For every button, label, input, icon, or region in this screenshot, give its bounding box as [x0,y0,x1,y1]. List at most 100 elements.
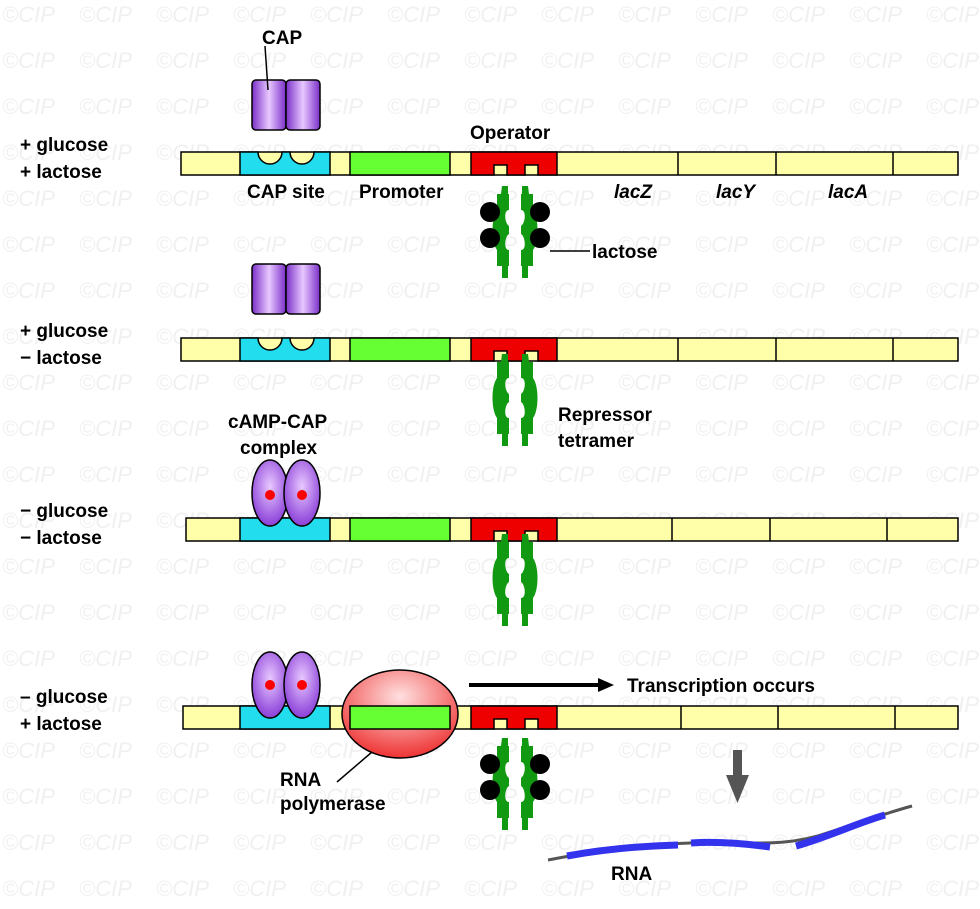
svg-text:©CIP: ©CIP [233,554,286,579]
svg-text:©CIP: ©CIP [772,94,825,119]
svg-text:©CIP: ©CIP [79,692,132,717]
svg-text:©CIP: ©CIP [156,462,209,487]
svg-text:©CIP: ©CIP [156,278,209,303]
svg-text:©CIP: ©CIP [79,48,132,73]
svg-text:©CIP: ©CIP [618,600,671,625]
svg-text:©CIP: ©CIP [618,232,671,257]
condition-glucose-label: + glucose [20,135,108,156]
svg-text:©CIP: ©CIP [695,94,748,119]
svg-text:©CIP: ©CIP [156,646,209,671]
svg-text:©CIP: ©CIP [233,738,286,763]
svg-text:©CIP: ©CIP [541,876,594,901]
svg-text:©CIP: ©CIP [387,94,440,119]
camp-cap-complex [251,459,321,527]
svg-text:©CIP: ©CIP [926,278,979,303]
svg-text:©CIP: ©CIP [849,784,902,809]
down-arrow [726,750,749,803]
svg-text:©CIP: ©CIP [695,370,748,395]
svg-text:©CIP: ©CIP [2,738,55,763]
svg-text:©CIP: ©CIP [310,600,363,625]
svg-text:©CIP: ©CIP [772,232,825,257]
svg-text:©CIP: ©CIP [926,738,979,763]
svg-text:©CIP: ©CIP [926,600,979,625]
svg-text:©CIP: ©CIP [2,2,55,27]
svg-text:©CIP: ©CIP [387,462,440,487]
svg-text:©CIP: ©CIP [2,94,55,119]
svg-text:©CIP: ©CIP [79,784,132,809]
svg-text:©CIP: ©CIP [618,370,671,395]
svg-text:©CIP: ©CIP [387,48,440,73]
svg-text:©CIP: ©CIP [849,278,902,303]
svg-text:©CIP: ©CIP [618,2,671,27]
condition-glucose-label: + glucose [20,321,108,342]
svg-text:©CIP: ©CIP [310,554,363,579]
svg-text:©CIP: ©CIP [310,186,363,211]
svg-text:©CIP: ©CIP [2,646,55,671]
svg-text:©CIP: ©CIP [464,830,517,855]
svg-text:©CIP: ©CIP [541,554,594,579]
svg-text:©CIP: ©CIP [156,94,209,119]
svg-text:©CIP: ©CIP [233,370,286,395]
svg-text:©CIP: ©CIP [2,370,55,395]
svg-text:©CIP: ©CIP [2,784,55,809]
svg-text:©CIP: ©CIP [849,646,902,671]
svg-text:©CIP: ©CIP [695,416,748,441]
svg-text:©CIP: ©CIP [926,876,979,901]
svg-text:©CIP: ©CIP [2,508,55,533]
svg-text:©CIP: ©CIP [849,876,902,901]
svg-text:©CIP: ©CIP [387,876,440,901]
svg-text:©CIP: ©CIP [772,278,825,303]
svg-text:©CIP: ©CIP [310,646,363,671]
condition-lactose-label: − lactose [20,528,102,549]
svg-text:©CIP: ©CIP [772,784,825,809]
svg-text:©CIP: ©CIP [233,830,286,855]
cap-protein [251,79,321,131]
svg-text:©CIP: ©CIP [156,738,209,763]
svg-text:©CIP: ©CIP [926,784,979,809]
lactose-label: lactose [592,242,657,263]
svg-text:©CIP: ©CIP [2,278,55,303]
svg-text:©CIP: ©CIP [849,232,902,257]
svg-text:©CIP: ©CIP [79,94,132,119]
panel-glucose-plus-lactose-plus: + glucose + lactose CAP Operator CAP sit… [20,28,959,278]
svg-text:©CIP: ©CIP [695,876,748,901]
svg-text:©CIP: ©CIP [310,48,363,73]
promoter [349,337,451,362]
svg-text:©CIP: ©CIP [79,278,132,303]
svg-text:©CIP: ©CIP [695,278,748,303]
svg-text:©CIP: ©CIP [310,2,363,27]
camp-cap-label-line2: complex [240,438,318,459]
svg-text:©CIP: ©CIP [618,94,671,119]
svg-text:©CIP: ©CIP [2,186,55,211]
transcription-label: Transcription occurs [627,676,815,697]
svg-text:©CIP: ©CIP [310,416,363,441]
svg-text:©CIP: ©CIP [79,324,132,349]
svg-text:©CIP: ©CIP [79,600,132,625]
svg-text:©CIP: ©CIP [387,186,440,211]
svg-text:©CIP: ©CIP [464,600,517,625]
svg-text:©CIP: ©CIP [772,186,825,211]
condition-glucose-label: – glucose [20,687,108,708]
svg-text:©CIP: ©CIP [695,554,748,579]
promoter [349,517,451,542]
svg-text:©CIP: ©CIP [233,784,286,809]
rna-polymerase-label-line1: RNA [280,770,321,791]
svg-text:©CIP: ©CIP [156,48,209,73]
condition-lactose-label: + lactose [20,162,102,183]
operator [470,151,558,176]
svg-text:©CIP: ©CIP [2,600,55,625]
svg-text:©CIP: ©CIP [695,186,748,211]
condition-glucose-label: − glucose [20,501,108,522]
svg-text:©CIP: ©CIP [926,94,979,119]
svg-text:©CIP: ©CIP [849,462,902,487]
cap-site [239,517,331,542]
svg-text:©CIP: ©CIP [79,876,132,901]
svg-text:©CIP: ©CIP [541,784,594,809]
svg-text:©CIP: ©CIP [464,416,517,441]
svg-text:©CIP: ©CIP [772,462,825,487]
svg-text:©CIP: ©CIP [233,876,286,901]
svg-text:©CIP: ©CIP [618,554,671,579]
svg-text:©CIP: ©CIP [233,232,286,257]
svg-text:©CIP: ©CIP [541,186,594,211]
svg-text:©CIP: ©CIP [772,48,825,73]
